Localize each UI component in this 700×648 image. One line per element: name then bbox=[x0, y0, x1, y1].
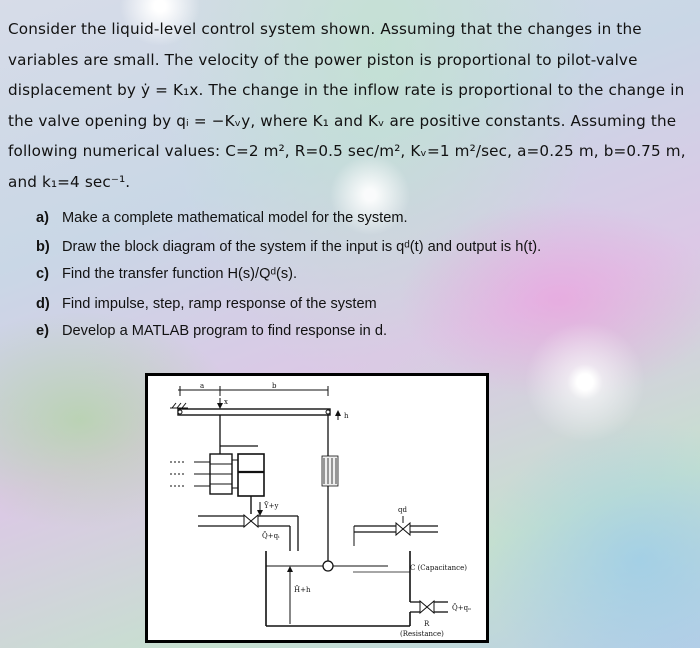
figure-label-resistance: (Resistance) bbox=[400, 630, 444, 638]
figure-label-qd: qd bbox=[398, 506, 407, 514]
problem-statement: Consider the liquid-level control system… bbox=[8, 14, 688, 197]
task-a: a) Make a complete mathematical model for… bbox=[36, 210, 408, 226]
pivot-icon bbox=[170, 402, 188, 409]
task-label: c) bbox=[36, 266, 49, 282]
disturbance-valve-icon bbox=[353, 516, 438, 546]
outlet-valve-icon bbox=[410, 599, 448, 615]
figure-label-h: h bbox=[344, 412, 349, 420]
task-c: c) Find the transfer function H(s)/Qᵈ(s). bbox=[36, 266, 297, 282]
problem-line-5: following numerical values: C=2 m², R=0.… bbox=[8, 142, 686, 160]
system-diagram: a b x h Ȳ+y Q̄+qᵢ qd H̄+h C (Capacitance… bbox=[170, 382, 471, 638]
problem-line-2: variables are small. The velocity of the… bbox=[8, 50, 638, 69]
figure-label-x: x bbox=[224, 398, 228, 406]
task-text: Make a complete mathematical model for t… bbox=[62, 210, 408, 226]
problem-line-6: and k₁=4 sec⁻¹. bbox=[8, 172, 131, 191]
task-d: d) Find impulse, step, ramp response of t… bbox=[36, 296, 377, 312]
level-gauge-icon bbox=[321, 455, 339, 487]
figure-label-b: b bbox=[272, 382, 277, 390]
task-text: Find the transfer function H(s)/Qᵈ(s). bbox=[62, 266, 298, 282]
task-e: e) Develop a MATLAB program to find respo… bbox=[36, 323, 387, 339]
lever-bar bbox=[177, 408, 331, 416]
problem-line-3: displacement by ẏ = K₁x. The change in t… bbox=[8, 81, 685, 99]
problem-line-4: the valve opening by qᵢ = −Kᵥy, where K₁… bbox=[8, 111, 677, 130]
task-text: Develop a MATLAB program to find respons… bbox=[62, 323, 388, 339]
task-b: b) Draw the block diagram of the system i… bbox=[36, 239, 541, 255]
figure-label-H: H̄+h bbox=[294, 585, 311, 594]
problem-line-1: Consider the liquid-level control system… bbox=[8, 20, 642, 38]
figure-label-a: a bbox=[200, 382, 204, 390]
float-icon bbox=[322, 560, 334, 572]
figure-label-q-in: Q̄+qᵢ bbox=[262, 531, 280, 540]
inlet-valve-icon bbox=[198, 513, 298, 529]
power-cylinder-icon bbox=[232, 453, 265, 514]
figure-label-y: Ȳ+y bbox=[263, 501, 278, 510]
liquid-level-system-figure: a b x h Ȳ+y Q̄+qᵢ qd H̄+h C (Capacitance… bbox=[145, 373, 489, 643]
task-label: a) bbox=[36, 210, 49, 226]
figure-label-capacitance: C (Capacitance) bbox=[410, 564, 467, 572]
tank-icon bbox=[265, 551, 411, 627]
task-text: Find impulse, step, ramp response of the… bbox=[62, 296, 377, 312]
figure-label-q-out: Q̄+qₒ bbox=[452, 603, 471, 612]
task-label: e) bbox=[36, 323, 49, 339]
task-label: d) bbox=[36, 296, 50, 312]
task-text: Draw the block diagram of the system if … bbox=[62, 239, 542, 255]
figure-label-R: R bbox=[424, 620, 430, 628]
task-label: b) bbox=[36, 239, 50, 255]
pilot-valve-icon bbox=[170, 453, 233, 495]
